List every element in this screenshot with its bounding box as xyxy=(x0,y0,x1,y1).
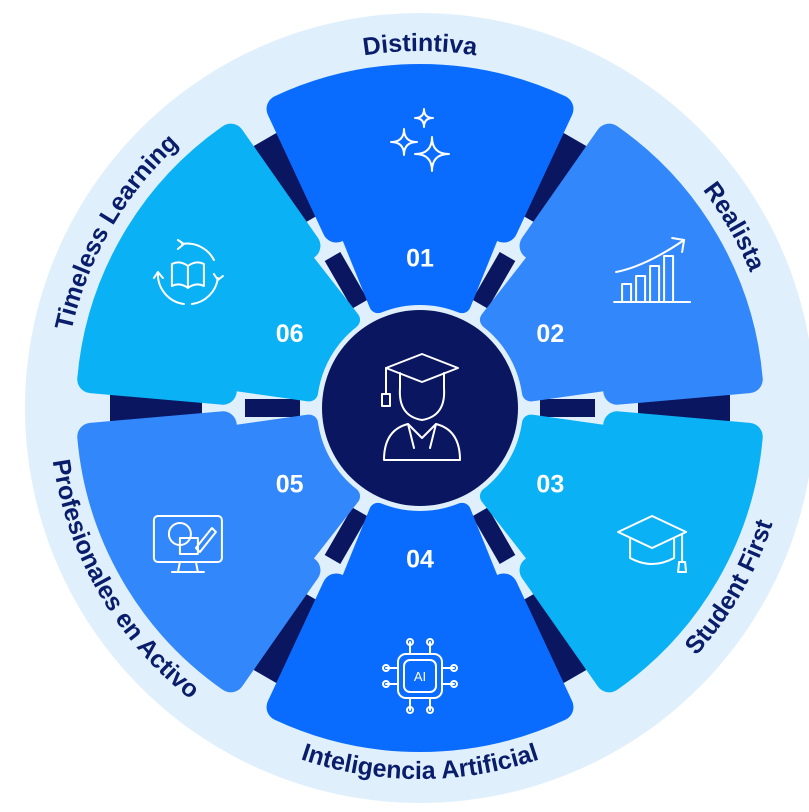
segment-icons: AI xyxy=(152,108,692,714)
inner-segment-04 xyxy=(341,502,499,602)
growth-chart-icon xyxy=(613,237,692,303)
inner-segment-06 xyxy=(227,253,361,402)
segment-connector xyxy=(472,251,516,309)
segment-connector xyxy=(324,251,368,309)
segment-number-03: 03 xyxy=(536,470,564,498)
design-monitor-icon xyxy=(152,515,223,573)
inner-segment-01 xyxy=(341,214,499,314)
graduation-cap-icon xyxy=(617,515,688,573)
center-circle xyxy=(322,310,518,506)
inner-segment-03 xyxy=(479,414,613,563)
cycle-book-icon xyxy=(152,239,224,305)
segment-connector xyxy=(324,507,368,565)
segment-number-02: 02 xyxy=(536,320,564,348)
segment-label-01: Distintiva xyxy=(361,29,480,62)
inner-segment-02 xyxy=(479,253,613,402)
outer-segment-03 xyxy=(519,411,763,693)
segment-number-05: 05 xyxy=(276,470,304,498)
segment-connector xyxy=(253,590,323,683)
segment-number-04: 04 xyxy=(406,546,434,574)
segment-connector xyxy=(517,590,587,683)
segment-number-01: 01 xyxy=(406,245,434,273)
graduate-icon xyxy=(381,353,461,461)
inner-segment-05 xyxy=(227,414,361,563)
outer-segment-04 xyxy=(266,573,574,752)
segment-numbers: 01 02 03 04 05 06 xyxy=(276,245,564,574)
segment-connector xyxy=(517,133,587,226)
segment-connector xyxy=(253,133,323,226)
connectors xyxy=(110,133,730,683)
ai-chip-icon: AI xyxy=(382,638,458,714)
svg-text:AI: AI xyxy=(414,669,426,684)
inner-sectors xyxy=(227,214,613,602)
segment-number-06: 06 xyxy=(276,320,304,348)
sparkles-icon xyxy=(390,108,450,172)
outer-segment-06 xyxy=(77,123,321,405)
segment-connector xyxy=(472,507,516,565)
